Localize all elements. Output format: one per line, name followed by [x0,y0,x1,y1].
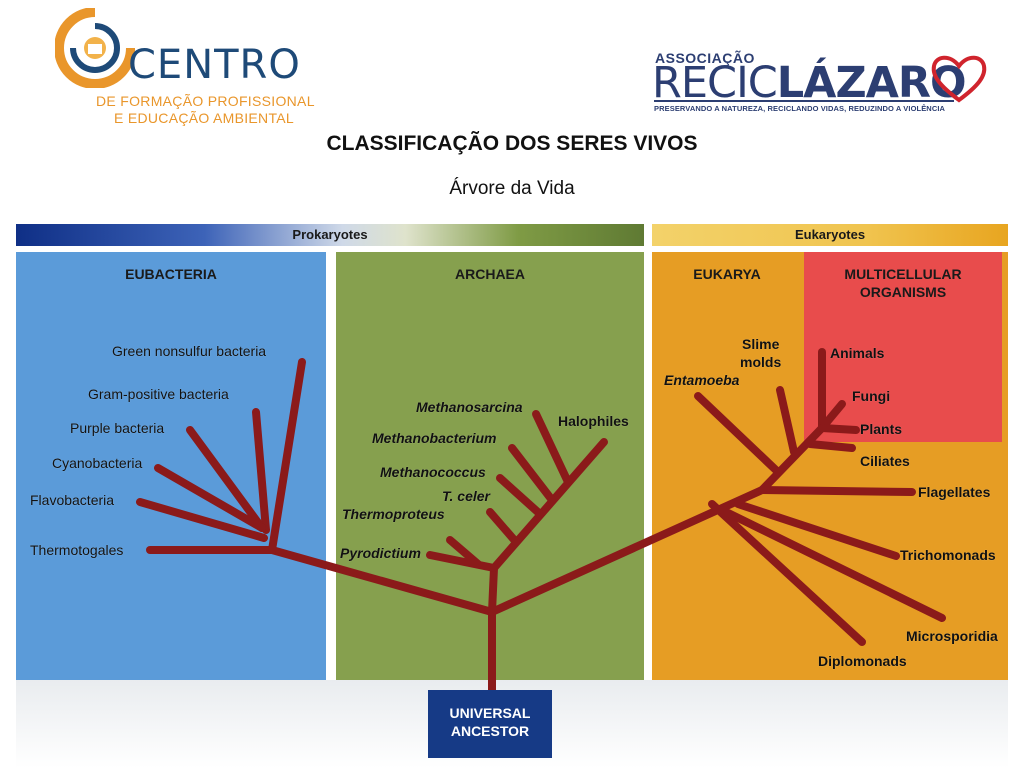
eubacteria-panel [16,252,326,680]
methanobacterium-branch [508,444,556,504]
label-ciliates: Ciliates [860,453,910,469]
multicellular-header-1: MULTICELLULAR [844,266,962,282]
label-tceler: T. celer [442,488,490,504]
page-subtitle: Árvore da Vida [0,178,1024,200]
label-green-nonsulfur: Green nonsulfur bacteria [112,343,267,359]
label-entamoeba: Entamoeba [664,372,740,388]
thermoproteus-branch [446,536,482,568]
reciclazaro-name-regular: RECIC [652,58,778,108]
label-cyanobacteria: Cyanobacteria [52,455,143,471]
label-trichomonads: Trichomonads [900,547,996,563]
label-pyrodictium: Pyrodictium [340,545,421,561]
label-flavobacteria: Flavobacteria [30,492,115,508]
reciclazaro-slogan: PRESERVANDO A NATUREZA, RECICLANDO VIDAS… [654,100,954,113]
label-flagellates: Flagellates [918,484,991,500]
green-nonsulfur-branch [268,358,306,554]
label-thermoproteus: Thermoproteus [342,506,445,522]
tceler-branch [486,508,520,546]
label-plants: Plants [860,421,903,437]
universal-ancestor-box: UNIVERSAL ANCESTOR [428,690,552,758]
label-fungi: Fungi [852,388,891,404]
crown-branch [758,424,826,494]
eukarya-header: EUKARYA [693,266,761,282]
label-gram-positive: Gram-positive bacteria [88,386,229,402]
entamoeba-branch [694,392,782,476]
label-animals: Animals [830,345,885,361]
multicellular-header-2: ORGANISMS [859,284,947,300]
halophiles-branch [490,438,608,572]
prokaryotes-bar: Prokaryotes [16,224,644,246]
centro-logo [55,8,325,128]
reciclazaro-name: RECICLÁZARO [652,58,967,108]
centro-name: CENTRO [128,42,301,88]
label-methanococcus: Methanococcus [380,464,486,480]
bacteria-branch [268,546,496,616]
page-subtitle-text: Árvore da Vida [449,178,575,199]
purple-branch [186,426,266,532]
ancestor-line-2: ANCESTOR [450,723,530,739]
centro-subtitle-1: DE FORMAÇÃO PROFISSIONAL [96,93,315,109]
methanosarcina-branch [532,410,572,486]
page-title: CLASSIFICAÇÃO DOS SERES VIVOS [326,132,698,155]
flagellates-branch [758,486,916,496]
label-methanosarcina: Methanosarcina [416,399,523,415]
label-methanobacterium: Methanobacterium [372,430,497,446]
associacao-label: ASSOCIAÇÃO [655,50,755,66]
ciliates-branch [806,440,856,452]
archaea-branch [488,564,498,616]
label-molds: molds [740,354,782,370]
eubacteria-header: EUBACTERIA [125,266,217,282]
ancestor-line-1: UNIVERSAL [449,705,531,721]
pyrodictium-branch [426,551,498,572]
fungi-branch [818,400,846,432]
label-microsporidia: Microsporidia [906,628,998,644]
label-thermotogales: Thermotogales [30,542,124,558]
centro-emblem-icon [55,8,135,88]
trichomonads-branch [734,500,900,560]
slime-molds-branch [776,386,798,456]
label-slime: Slime [742,336,780,352]
diplomonads-branch [708,500,866,646]
gram-positive-branch [252,408,270,534]
label-purple: Purple bacteria [70,420,165,436]
methanococcus-branch [496,474,544,518]
plants-branch [818,424,860,434]
archaea-header: ARCHAEA [455,266,525,282]
microsporidia-branch [718,506,946,622]
eukaryotes-bar: Eukaryotes [652,224,1008,246]
centro-subtitle-2: E EDUCAÇÃO AMBIENTAL [114,110,295,126]
label-diplomonads: Diplomonads [818,653,907,669]
flavobacteria-branch [136,498,268,542]
label-halophiles: Halophiles [558,413,629,429]
heart-icon [931,55,987,103]
cyanobacteria-branch [154,464,266,532]
